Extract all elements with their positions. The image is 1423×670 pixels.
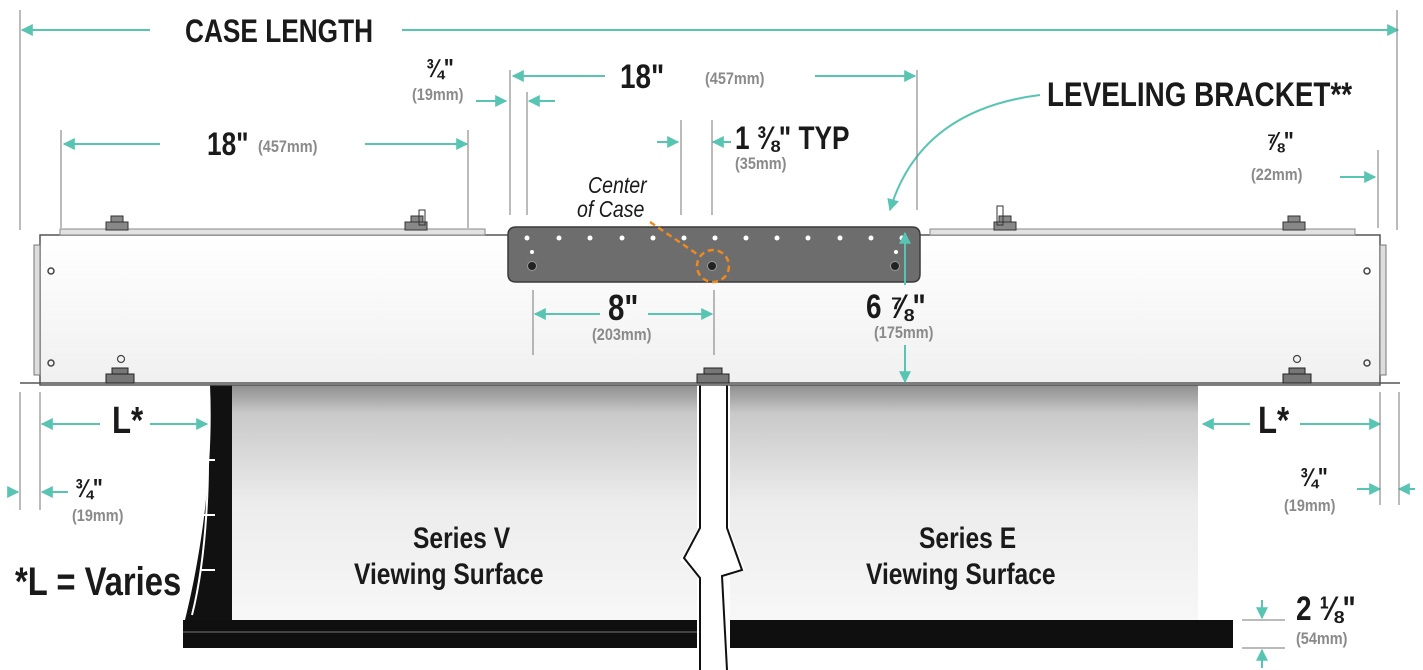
- center-of-case-marker: [695, 248, 731, 284]
- center-of-case-leader: [649, 220, 701, 258]
- bracket-spacing-metric: (457mm): [705, 69, 765, 88]
- series-v-subtitle: Viewing Surface: [354, 558, 544, 591]
- right-end-cap-label: ¾": [1300, 462, 1328, 492]
- right-end-cap-metric: (19mm): [1284, 496, 1336, 515]
- left-l-label: L*: [112, 400, 144, 442]
- left-spacing-label: 18": [207, 126, 249, 162]
- left-end-cap-metric: (19mm): [72, 506, 124, 525]
- right-l-label: L*: [1258, 400, 1290, 442]
- left-spacing-metric: (457mm): [258, 137, 318, 156]
- leveling-bracket-leader: [887, 94, 1041, 212]
- bottom-height-metric: (54mm): [1296, 629, 1348, 648]
- bottom-height-label: 2 ⅛": [1296, 590, 1356, 628]
- bracket-height-metric: (175mm): [874, 323, 934, 342]
- leveling-bracket: [507, 226, 921, 283]
- bracket-inset-label: ¾": [426, 53, 454, 83]
- bracket-spacing-label: 18": [620, 58, 665, 96]
- right-inset-label: ⅞": [1266, 126, 1294, 156]
- series-v-viewing-surface: [183, 385, 699, 648]
- series-e-viewing-surface: [730, 385, 1233, 648]
- right-inset-metric: (22mm): [1251, 165, 1303, 184]
- center-offset-label: 8": [608, 287, 639, 328]
- series-v-title: Series V: [413, 522, 511, 555]
- center-offset-metric: (203mm): [592, 325, 652, 344]
- bracket-height-label: 6 ⅞": [866, 288, 926, 326]
- center-of-case-label-line2: of Case: [577, 196, 645, 222]
- hole-spacing-metric: (35mm): [735, 154, 787, 173]
- l-varies-note: *L = Varies: [15, 560, 182, 604]
- series-e-title: Series E: [919, 522, 1017, 555]
- left-end-cap-label: ¾": [75, 473, 103, 503]
- leveling-bracket-label: LEVELING BRACKET**: [1047, 76, 1353, 114]
- series-e-subtitle: Viewing Surface: [866, 558, 1056, 591]
- center-of-case-label-line1: Center: [588, 172, 647, 198]
- break-symbol: [680, 385, 745, 670]
- case-length-label: CASE LENGTH: [185, 13, 374, 49]
- bracket-inset-metric: (19mm): [412, 85, 464, 104]
- hole-spacing-label: 1 ⅜" TYP: [735, 120, 850, 156]
